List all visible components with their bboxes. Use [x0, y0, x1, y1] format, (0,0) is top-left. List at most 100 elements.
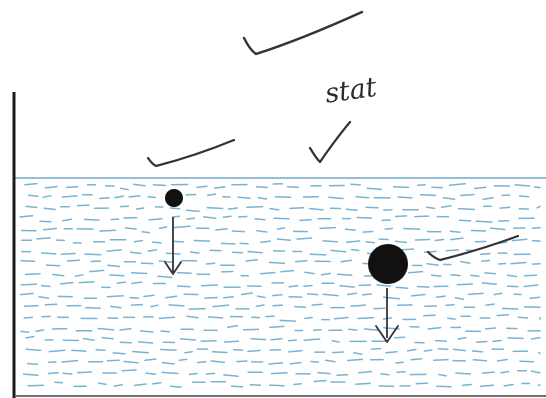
water-dash — [90, 260, 101, 263]
water-dash — [356, 216, 373, 219]
water-dash — [395, 286, 409, 289]
water-dash — [518, 195, 530, 198]
water-dash — [113, 383, 123, 387]
water-dash — [61, 359, 79, 363]
water-dash — [358, 370, 373, 374]
water-dash — [370, 347, 382, 350]
water-dash — [213, 186, 226, 189]
water-dash — [293, 382, 303, 386]
water-dash — [130, 303, 144, 306]
water-dash — [499, 206, 511, 209]
water-dash — [268, 261, 286, 265]
water-body — [19, 182, 541, 388]
water-dash — [133, 383, 147, 387]
water-dash — [236, 360, 248, 363]
water-dash — [376, 284, 392, 287]
water-dash — [223, 296, 235, 299]
water-dash — [101, 336, 114, 340]
water-dash — [394, 215, 408, 218]
water-dash — [531, 239, 541, 242]
water-dash — [511, 238, 528, 242]
water-dash — [484, 327, 497, 330]
water-dash — [48, 349, 66, 353]
water-dash — [45, 264, 61, 267]
water-dash — [482, 197, 494, 201]
water-dash — [184, 350, 193, 354]
water-dash — [273, 217, 290, 220]
water-dash — [19, 214, 34, 218]
water-dash — [454, 297, 465, 300]
water-dash — [223, 374, 239, 378]
water-dash — [152, 184, 167, 187]
water-dash — [438, 373, 447, 377]
water-dash — [350, 304, 367, 308]
water-dash — [129, 296, 139, 299]
water-dash — [52, 273, 65, 277]
water-dash — [179, 338, 197, 341]
water-dash — [19, 292, 34, 296]
water-dash — [410, 293, 426, 297]
water-dash — [188, 372, 198, 376]
water-dash — [220, 242, 236, 245]
check-mark-left — [146, 138, 236, 168]
water-dash — [347, 328, 358, 331]
water-dash — [106, 249, 122, 252]
water-dash — [296, 237, 313, 240]
water-dash — [272, 294, 283, 297]
water-dash — [395, 361, 404, 364]
water-dash — [169, 207, 181, 210]
water-dash — [467, 292, 484, 296]
water-dash — [530, 336, 541, 340]
water-dash — [392, 185, 410, 189]
water-dash — [270, 372, 288, 375]
water-dash — [172, 240, 185, 243]
water-dash — [20, 260, 36, 263]
water-dash — [207, 316, 224, 319]
water-dash — [89, 269, 105, 273]
water-dash — [128, 194, 141, 198]
water-dash — [274, 196, 292, 199]
water-dash — [497, 262, 507, 265]
water-dash — [203, 216, 217, 220]
water-dash — [99, 229, 117, 232]
water-dash — [270, 337, 283, 341]
water-dash — [255, 186, 268, 189]
water-dash — [176, 285, 191, 288]
water-dash — [237, 215, 248, 218]
water-dash — [161, 361, 175, 365]
small-particle-arrow-head — [164, 261, 182, 275]
water-dash — [247, 349, 261, 353]
water-dash — [471, 350, 484, 353]
water-dash — [99, 197, 110, 200]
water-dash — [332, 351, 345, 354]
water-dash — [245, 258, 258, 262]
water-dash — [293, 305, 307, 308]
water-dash — [26, 362, 39, 365]
water-dash — [272, 304, 284, 307]
water-dash — [62, 218, 73, 222]
water-dash — [431, 186, 444, 189]
water-dash — [426, 263, 439, 266]
water-dash — [97, 327, 115, 331]
water-dash — [27, 384, 45, 387]
water-dash — [74, 274, 84, 277]
water-dash — [186, 217, 196, 220]
water-dash — [437, 348, 449, 351]
water-dash — [157, 275, 173, 279]
water-dash — [165, 295, 178, 299]
water-dash — [20, 283, 38, 286]
water-dash — [178, 358, 188, 362]
water-dash — [206, 193, 217, 197]
water-dash — [313, 328, 322, 332]
water-dash — [133, 183, 146, 187]
water-dash — [299, 218, 312, 222]
water-dash — [269, 207, 280, 211]
water-dash — [160, 330, 170, 333]
water-dash — [339, 285, 355, 288]
water-dash — [60, 252, 76, 255]
water-dash — [59, 281, 74, 285]
water-dash — [227, 325, 239, 329]
water-dash — [519, 360, 535, 363]
water-dash — [357, 316, 374, 320]
